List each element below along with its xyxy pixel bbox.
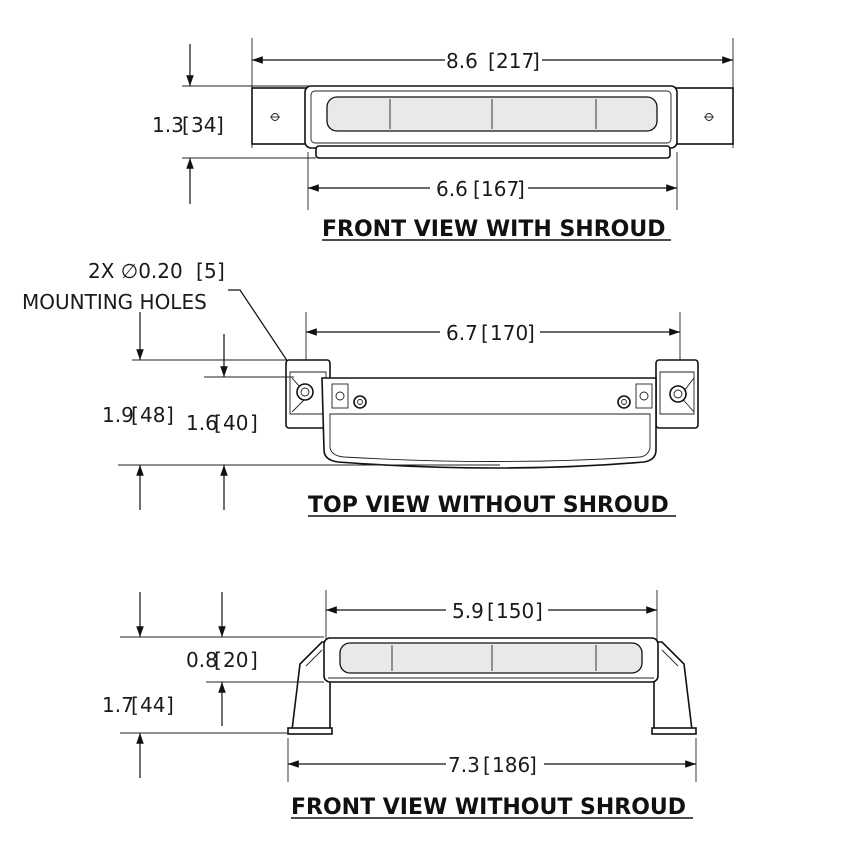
dim-value: 8.6 [446, 49, 478, 73]
bracket-open: [ [214, 648, 222, 672]
bracket-open: [ [131, 693, 139, 717]
dim-mm: 170 [490, 321, 528, 345]
screw-inner [621, 399, 627, 405]
mounting-hole-inner [673, 389, 683, 399]
dim-mm: 217 [496, 49, 534, 73]
dim-mm: 48 [140, 403, 165, 427]
right-leg [653, 641, 693, 731]
dim-value: 1.6 [186, 411, 218, 435]
bracket-open: [ [182, 113, 190, 137]
view-title: FRONT VIEW WITHOUT SHROUD [291, 795, 686, 820]
bracket-open: [ [473, 177, 481, 201]
mounting-hole [296, 383, 314, 401]
dim-value: 7.3 [448, 753, 480, 777]
right-leg-edge [661, 649, 679, 667]
front-view-with-shroud: 8.6 [ 217 ] 1.3 [ 34 ] 6.6 [ [152, 38, 734, 242]
bracket-close: ] [517, 177, 525, 201]
dim-value: 5.9 [452, 599, 484, 623]
dim-mm: 34 [191, 113, 216, 137]
holes-note-mm: 5 [204, 259, 217, 283]
view-title: TOP VIEW WITHOUT SHROUD [308, 493, 669, 518]
bracket-open: [ [214, 411, 222, 435]
dim-value: 6.7 [446, 321, 478, 345]
dim-mm: 167 [481, 177, 519, 201]
bracket-close: ] [166, 693, 174, 717]
left-leg-edge [305, 649, 323, 667]
bracket-open: [ [488, 49, 496, 73]
screw [353, 395, 367, 409]
mounting-hole [669, 385, 687, 403]
shroud-inner [310, 90, 672, 144]
bracket-open: [ [196, 259, 204, 283]
bracket-close: ] [532, 49, 540, 73]
bracket-close: ] [527, 321, 535, 345]
dim-mm: 186 [492, 753, 530, 777]
shroud-lip [315, 145, 671, 159]
bracket-open: [ [481, 321, 489, 345]
bracket-close: ] [535, 599, 543, 623]
dim-mm: 150 [496, 599, 534, 623]
bracket-close: ] [217, 259, 225, 283]
leader-line [228, 289, 299, 378]
top-view-without-shroud: 2X ∅0.20 [ 5 ] MOUNTING HOLES 6.7 [ 170 … [22, 259, 699, 518]
mounting-hole-inner [300, 387, 310, 397]
dim-mm: 44 [140, 693, 165, 717]
bracket-close: ] [166, 403, 174, 427]
dim-value: 1.7 [102, 693, 134, 717]
dim-value: 0.8 [186, 648, 218, 672]
left-foot [287, 727, 333, 735]
dim-value: 6.6 [436, 177, 468, 201]
dim-mm: 20 [223, 648, 248, 672]
screw-inner [357, 399, 363, 405]
front-view-without-shroud: 5.9 [ 150 ] 0.8 [ 20 ] 1.7 [ 44 ] [102, 590, 697, 820]
housing-top [321, 377, 657, 469]
bracket-close: ] [250, 411, 258, 435]
screw [639, 391, 649, 401]
screw-tab [635, 383, 653, 409]
housing-inner [329, 413, 651, 462]
right-bracket-inner [659, 371, 695, 415]
dim-mm: 40 [223, 411, 248, 435]
holes-note-line1: 2X ∅0.20 [88, 259, 183, 283]
bracket-open: [ [483, 753, 491, 777]
right-foot [651, 727, 697, 735]
screw [335, 391, 345, 401]
left-flange [251, 87, 311, 145]
right-flange [675, 87, 734, 145]
view-title: FRONT VIEW WITH SHROUD [322, 217, 665, 242]
dim-value: 1.9 [102, 403, 134, 427]
bracket-close: ] [216, 113, 224, 137]
screw-tab [331, 383, 349, 409]
lens [339, 642, 643, 674]
bracket-close: ] [529, 753, 537, 777]
bracket-open: [ [131, 403, 139, 427]
screw [617, 395, 631, 409]
holes-note-line2: MOUNTING HOLES [22, 290, 207, 314]
dim-value: 1.3 [152, 113, 184, 137]
bracket-open: [ [487, 599, 495, 623]
bracket-close: ] [250, 648, 258, 672]
